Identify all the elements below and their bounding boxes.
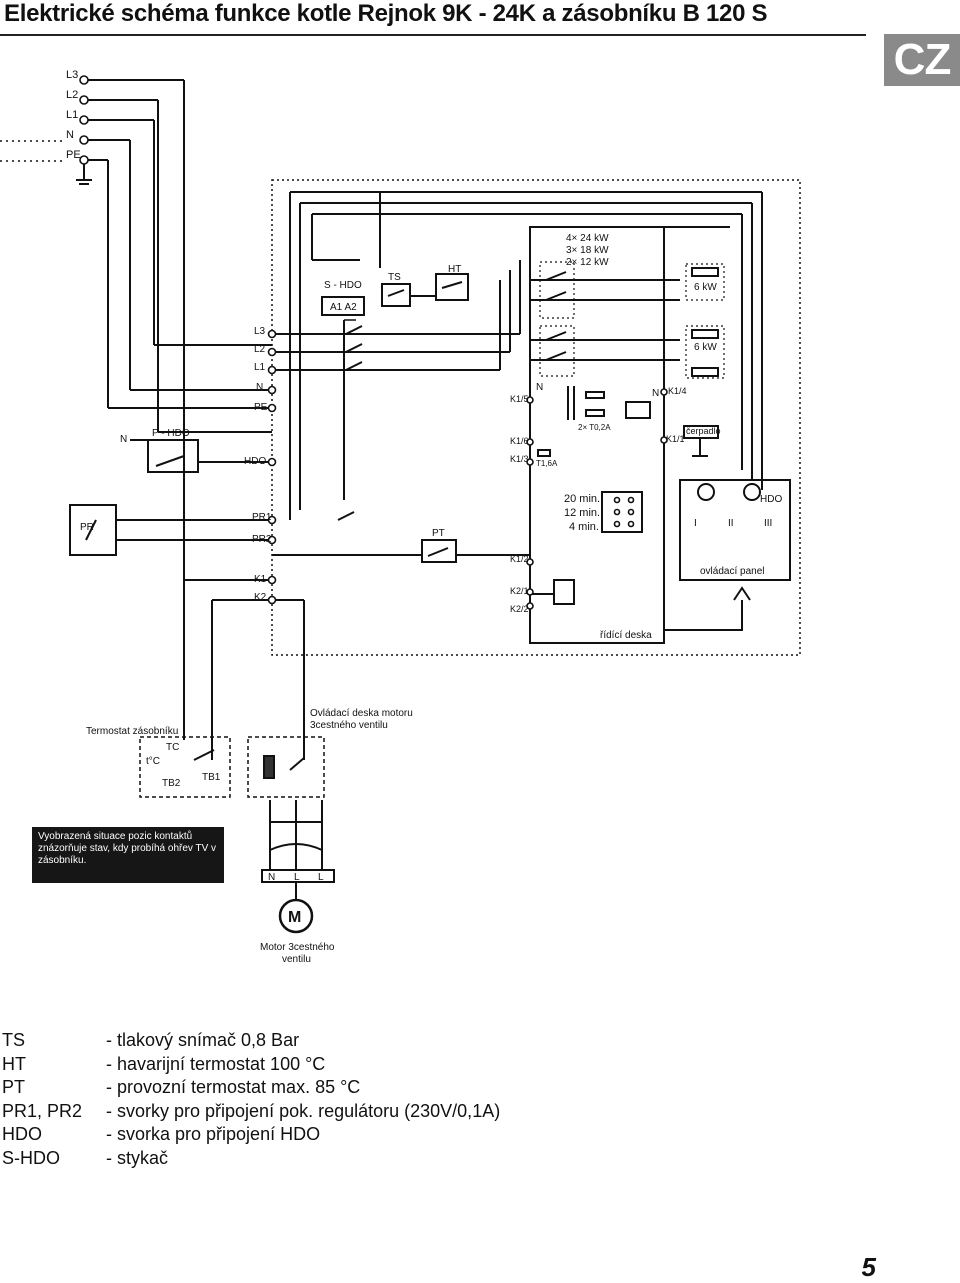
legend-key: S-HDO: [2, 1147, 60, 1168]
legend-row: S-HDO - stykač: [2, 1147, 500, 1171]
board-k2: K2: [254, 592, 267, 603]
label-n-phdo: N: [120, 434, 127, 445]
language-badge: CZ: [884, 34, 960, 86]
board-n: N: [256, 382, 263, 393]
label-ovladaci-panel: ovládací panel: [700, 566, 765, 577]
legend-row: HT - havarijní termostat 100 °C: [2, 1053, 500, 1077]
label-motor-n: N: [268, 872, 275, 883]
power-18kw: 3× 18 kW: [566, 245, 609, 256]
label-motor-m: M: [288, 909, 301, 926]
label-ovladaci-2: 3cestného ventilu: [310, 720, 388, 731]
time-4min: 4 min.: [569, 521, 599, 533]
label-k1-1: K1/1: [666, 434, 685, 444]
label-tb1: TB1: [202, 772, 221, 783]
board-pr2: PR2: [252, 534, 272, 545]
label-k1-4: K1/4: [668, 386, 687, 396]
legend-row: TS - tlakový snímač 0,8 Bar: [2, 1029, 500, 1053]
legend-key: PR1, PR2: [2, 1100, 83, 1121]
time-12min: 12 min.: [564, 507, 600, 519]
power-12kw: 2× 12 kW: [566, 257, 609, 268]
label-termostat: Termostat zásobníku: [86, 726, 178, 737]
label-6kw-top: 6 kW: [694, 282, 717, 293]
label-k1-5: K1/5: [510, 394, 529, 404]
note-box: Vyobrazená situace pozic kontaktů znázor…: [32, 827, 224, 883]
page-number: 5: [861, 1252, 876, 1282]
label-motor-l2: L: [318, 872, 324, 883]
label-ts: TS: [388, 272, 401, 283]
label-pt: PT: [432, 528, 445, 539]
board-hdo: HDO: [244, 456, 266, 467]
label-tc: TC: [166, 742, 179, 753]
power-24kw: 4× 24 kW: [566, 233, 609, 244]
legend-desc: - havarijní termostat 100 °C: [106, 1053, 326, 1074]
mode-ii: II: [728, 518, 734, 529]
label-motor-l1: L: [294, 872, 300, 883]
label-motor-1: Motor 3cestného: [260, 942, 335, 953]
label-ridici-deska: řídící deska: [600, 630, 652, 641]
legend-row: PR1, PR2 - svorky pro připojení pok. regu…: [2, 1100, 500, 1124]
label-l2: L2: [66, 89, 78, 101]
label-6kw-bottom: 6 kW: [694, 342, 717, 353]
label-tdeg: t°C: [146, 756, 160, 767]
label-k1-6: K1/6: [510, 436, 529, 446]
label-motor-2: ventilu: [282, 954, 311, 965]
board-l1: L1: [254, 362, 266, 373]
label-n: N: [66, 129, 74, 141]
label-k2-1: K2/1: [510, 586, 529, 596]
label-ht: HT: [448, 264, 461, 275]
label-p-hdo: P - HDO: [152, 428, 190, 439]
board-l2: L2: [254, 344, 266, 355]
legend-desc: - svorka pro připojení HDO: [106, 1124, 321, 1144]
mode-i: I: [694, 518, 697, 529]
board-pe: PE: [254, 402, 268, 413]
legend-key: HT: [2, 1053, 26, 1074]
board-pr1: PR1: [252, 512, 272, 523]
label-s-hdo: S - HDO: [324, 280, 362, 291]
legend-key: HDO: [2, 1124, 42, 1144]
label-k1-2: K1/2: [510, 554, 529, 564]
legend-row: PT - provozní termostat max. 85 °C: [2, 1076, 500, 1100]
label-tb2: TB2: [162, 778, 181, 789]
legend-key: TS: [2, 1030, 26, 1050]
label-pe: PE: [66, 149, 81, 161]
legend-desc: - tlakový snímač 0,8 Bar: [106, 1030, 300, 1050]
label-k2-2: K2/2: [510, 604, 529, 614]
mode-iii: III: [764, 518, 772, 529]
board-k1: K1: [254, 574, 267, 585]
label-pr: PR: [80, 522, 94, 533]
label-k1-3: K1/3: [510, 454, 529, 464]
legend-desc: - provozní termostat max. 85 °C: [106, 1077, 361, 1097]
label-ovladaci-1: Ovládací deska motoru: [310, 708, 413, 719]
title-rule: [0, 34, 866, 36]
legend-desc: - svorky pro připojení pok. regulátoru (…: [106, 1100, 501, 1121]
label-l1: L1: [66, 109, 78, 121]
label-n-board: N: [536, 382, 543, 393]
legend: TS - tlakový snímač 0,8 Bar HT - havarijní…: [2, 1029, 500, 1170]
legend-key: PT: [2, 1077, 26, 1097]
label-hdo-lamp: HDO: [760, 494, 782, 505]
label-t16: T1,6A: [536, 459, 558, 468]
time-20min: 20 min.: [564, 493, 600, 505]
label-a1a2: A1 A2: [330, 302, 357, 313]
label-l3: L3: [66, 69, 78, 81]
label-t02: 2× T0,2A: [578, 423, 611, 432]
board-l3: L3: [254, 326, 266, 337]
legend-desc: - stykač: [106, 1147, 169, 1168]
label-n-k14: N: [652, 388, 659, 399]
label-cerpadlo: čerpadlo: [686, 426, 721, 436]
page-title: Elektrické schéma funkce kotle Rejnok 9K…: [4, 0, 768, 27]
legend-row: HDO - svorka pro připojení HDO: [2, 1123, 500, 1147]
wiring-diagram: L3 L2 L1 N PE L3 L2 L1 N PE HDO PR1 PR2 …: [0, 69, 801, 965]
